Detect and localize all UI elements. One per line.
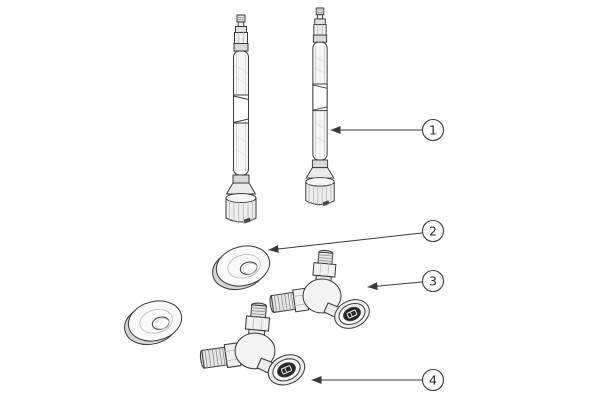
escutcheon-plate-upper [207, 240, 276, 296]
callout-3: 3 [421, 269, 445, 293]
leader-line-3 [367, 281, 423, 291]
angle-stop-valve-lower [198, 301, 311, 392]
leader-lines [268, 126, 423, 384]
callout-4: 4 [421, 368, 445, 392]
callout-3-circle [421, 269, 445, 293]
callout-2: 2 [421, 219, 445, 243]
callout-1-label: 1 [429, 122, 437, 137]
callout-3-label: 3 [429, 273, 437, 288]
callouts: 1 2 3 4 [421, 118, 445, 392]
callout-1-circle [421, 118, 445, 142]
diagram-root: 1 2 3 4 [119, 7, 445, 392]
callout-1: 1 [421, 118, 445, 142]
callout-2-label: 2 [429, 223, 437, 238]
callout-2-circle [421, 219, 445, 243]
callout-4-circle [421, 368, 445, 392]
leader-line-2 [268, 232, 423, 253]
flexible-supply-hose-right [305, 7, 335, 207]
angle-stop-valve-upper [268, 249, 375, 335]
callout-4-label: 4 [429, 372, 437, 387]
escutcheon-plate-lower [119, 295, 188, 351]
flexible-supply-hose-left [225, 14, 257, 225]
